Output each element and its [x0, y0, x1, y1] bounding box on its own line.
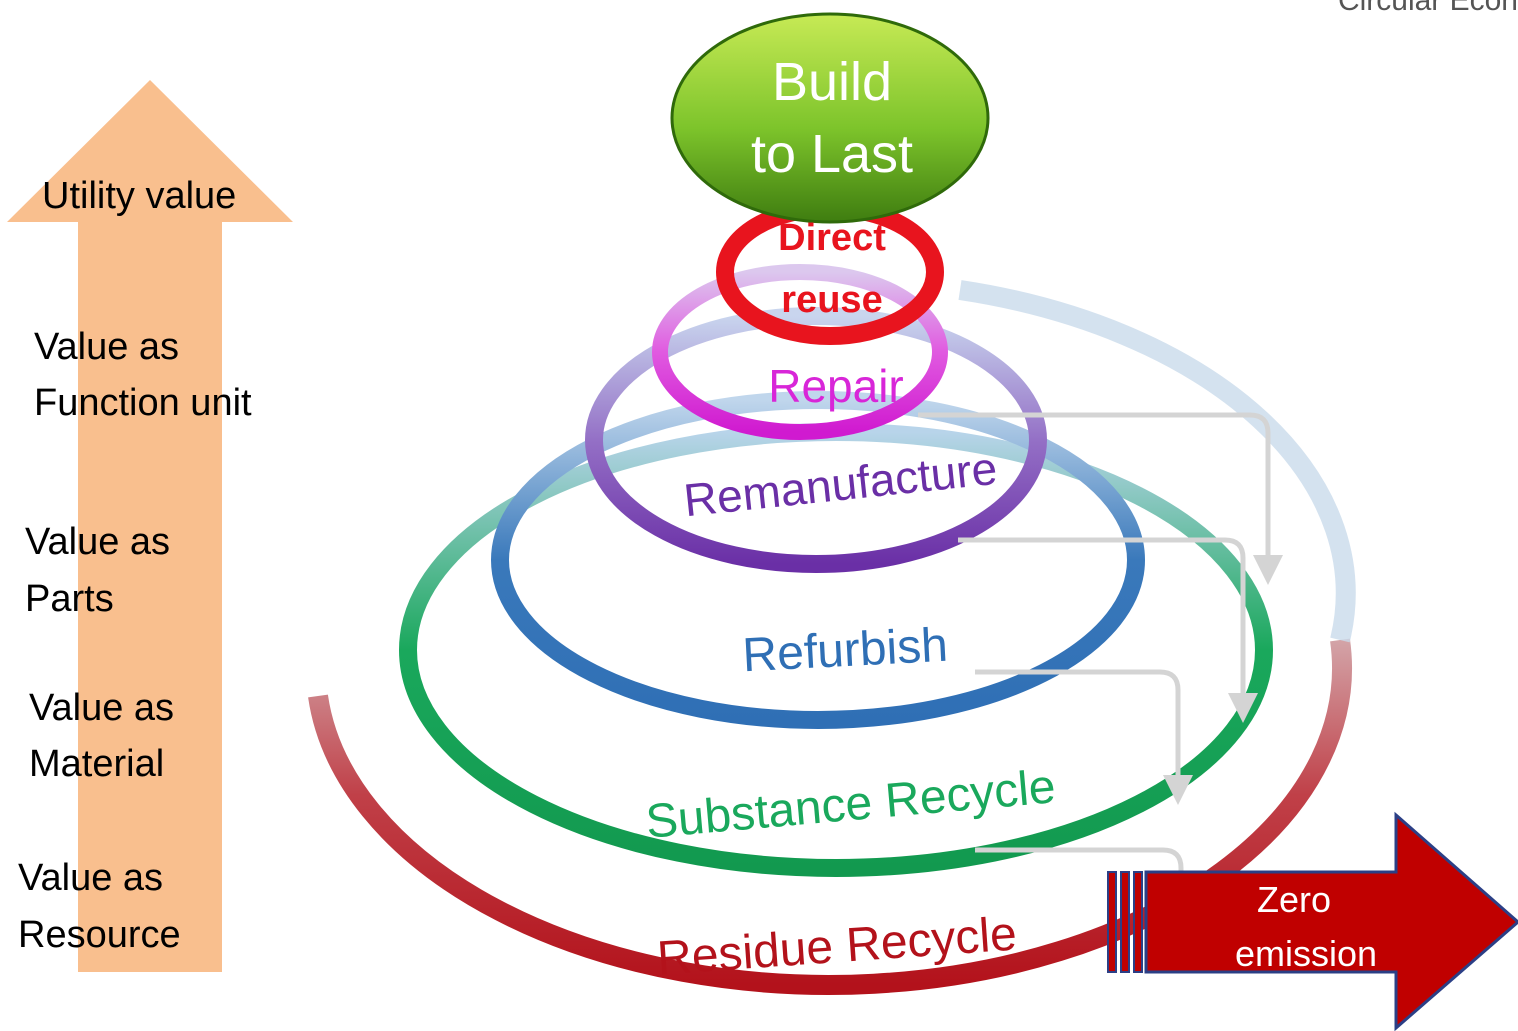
direct-reuse-label-line2: reuse	[781, 279, 882, 321]
refurbish-ring	[491, 391, 1145, 729]
flow-arrow-remanufacture	[958, 537, 1258, 723]
zero-emission-line2: emission	[1235, 933, 1377, 974]
utility-value-arrow	[7, 80, 293, 972]
zero-emission-line1: Zero	[1257, 879, 1331, 920]
remanufacture-ring	[585, 307, 1047, 573]
build-to-last-line2: to Last	[751, 124, 913, 184]
value-material-line1: Value as	[29, 687, 175, 729]
repair-ring	[652, 264, 948, 440]
corner-title: Circular Econ	[1337, 0, 1518, 17]
value-function-unit-line2: Function unit	[34, 382, 252, 424]
remanufacture-label: Remanufacture	[681, 442, 999, 527]
value-resource-line1: Value as	[18, 857, 164, 899]
direct-reuse-label-line1: Direct	[778, 217, 886, 259]
flow-arrow-substance	[975, 847, 1196, 943]
residue-recycle-ring-back	[958, 280, 1356, 643]
value-resource-line2: Resource	[18, 914, 181, 956]
residue-recycle-ring	[308, 638, 1352, 995]
build-to-last-line1: Build	[772, 52, 892, 112]
repair-label: Repair	[768, 360, 904, 412]
refurbish-label: Refurbish	[741, 619, 949, 683]
zero-emission-arrow	[1107, 811, 1518, 1031]
value-function-unit-line1: Value as	[34, 326, 180, 368]
flow-arrow-repair	[918, 412, 1283, 585]
substance-recycle-label: Substance Recycle	[644, 760, 1058, 849]
value-parts-line2: Parts	[25, 578, 114, 620]
build-to-last-ball	[670, 12, 990, 224]
utility-value-label: Utility value	[42, 175, 237, 217]
value-material-line2: Material	[29, 743, 165, 785]
value-parts-line1: Value as	[25, 521, 171, 563]
flow-arrow-refurbish	[975, 669, 1193, 805]
